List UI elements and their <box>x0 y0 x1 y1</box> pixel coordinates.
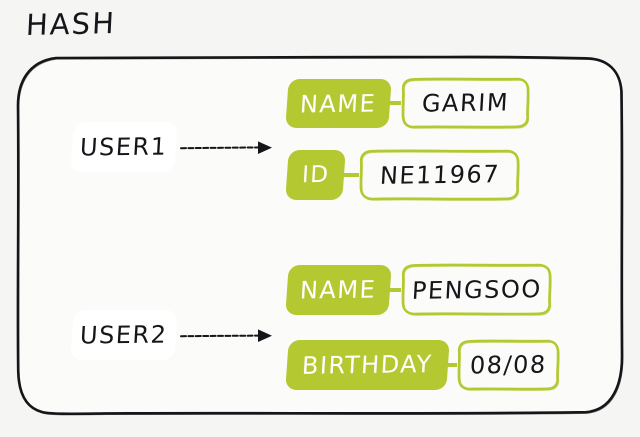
field-value-label: GARIM <box>421 88 510 118</box>
page-title: HASH <box>25 6 117 42</box>
field-value-label: 08/08 <box>469 350 548 380</box>
field-connector <box>342 173 361 177</box>
field-connector <box>388 288 403 292</box>
arrow-right-icon <box>180 138 274 158</box>
field-name-label: BIRTHDAY <box>301 350 434 380</box>
field-value-label: PENGSOO <box>410 274 543 305</box>
hash-key-user2[interactable]: USER2 <box>70 310 178 360</box>
arrow-right-icon <box>180 326 274 346</box>
hash-key-label: USER1 <box>79 132 169 162</box>
field-name-label: NAME <box>299 275 378 305</box>
field-value-pengsoo[interactable]: PENGSOO <box>401 263 552 316</box>
field-name-birthday[interactable]: BIRTHDAY <box>285 340 450 390</box>
field-name-name[interactable]: NAME <box>285 79 392 128</box>
field-value-id[interactable]: NE11967 <box>359 149 520 201</box>
field-name-label: NAME <box>299 88 378 119</box>
field-connector <box>388 101 403 105</box>
field-name-id[interactable]: ID <box>285 150 346 200</box>
field-value-label: NE11967 <box>378 160 501 190</box>
hash-key-label: USER2 <box>79 320 169 350</box>
field-connector <box>446 363 459 367</box>
field-value-birthday[interactable]: 08/08 <box>457 339 560 391</box>
field-value-garim[interactable]: GARIM <box>401 77 530 129</box>
field-name-name[interactable]: NAME <box>285 265 392 315</box>
hash-key-user1[interactable]: USER1 <box>70 122 178 172</box>
field-name-label: ID <box>301 161 331 188</box>
